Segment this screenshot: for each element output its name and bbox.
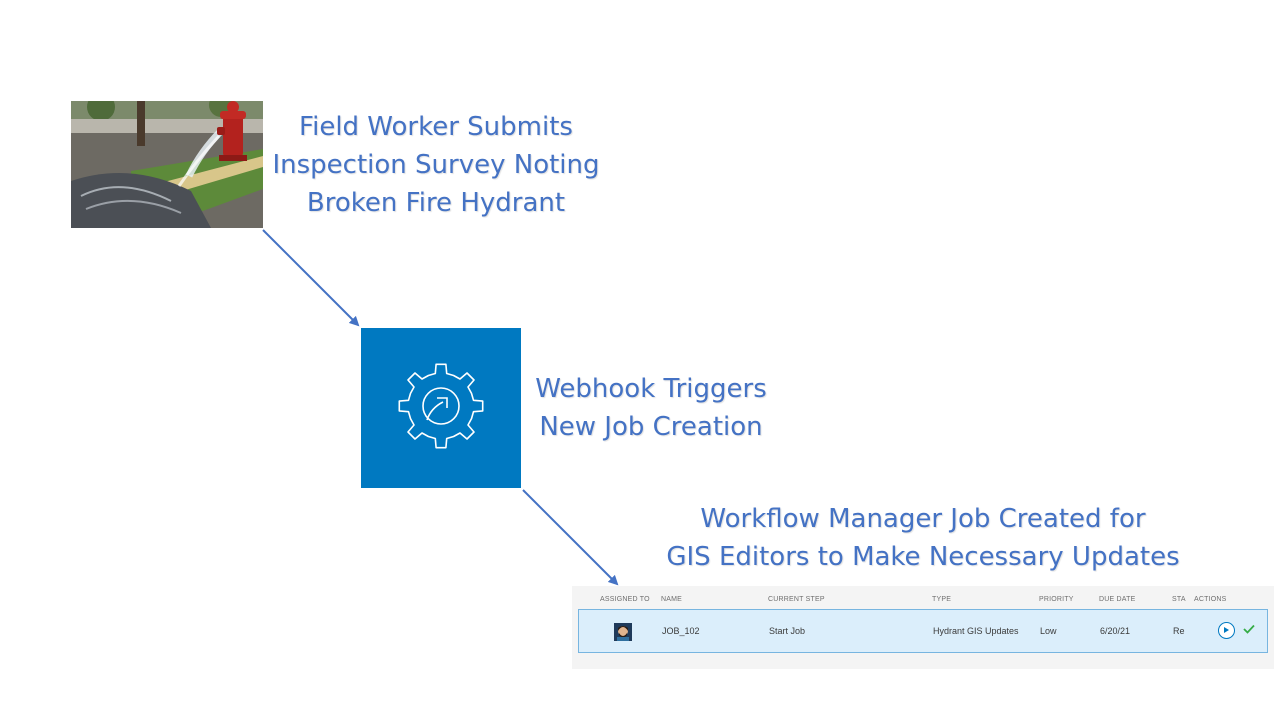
webhook-gear-tile [361, 328, 521, 488]
header-current-step[interactable]: CURRENT STEP [768, 596, 825, 603]
header-actions: ACTIONS [1194, 596, 1227, 603]
header-name[interactable]: NAME [661, 596, 683, 603]
step-webhook-text: Webhook Triggers New Job Creation [523, 370, 779, 446]
job-current-step: Start Job [769, 626, 806, 636]
gear-with-arrow-icon [398, 363, 484, 449]
job-due-date: 6/20/21 [1100, 626, 1131, 636]
header-status[interactable]: STA [1172, 596, 1186, 603]
step-text-line: Field Worker Submits [299, 112, 573, 142]
step-field-worker-text: Field Worker Submits Inspection Survey N… [263, 108, 609, 222]
step-job-created-text: Workflow Manager Job Created for GIS Edi… [650, 500, 1196, 576]
arrow-to-job [522, 489, 619, 586]
job-type: Hydrant GIS Updates [933, 626, 1019, 636]
step-text-line: Workflow Manager Job Created for [700, 504, 1146, 534]
check-icon[interactable] [1242, 622, 1256, 636]
step-text-line: Broken Fire Hydrant [306, 188, 566, 218]
header-assigned-to[interactable]: ASSIGNED TO [600, 596, 650, 603]
header-due-date[interactable]: DUE DATE [1099, 596, 1136, 603]
user-avatar-icon [614, 623, 632, 641]
job-name: JOB_102 [662, 626, 700, 636]
table-row[interactable]: JOB_102 Start Job Hydrant GIS Updates Lo… [578, 609, 1268, 653]
arrow-to-webhook [262, 229, 360, 327]
play-icon[interactable] [1218, 622, 1235, 639]
step-text-line: GIS Editors to Make Necessary Updates [666, 542, 1180, 572]
gear-outline [398, 363, 484, 449]
step-text-line: Inspection Survey Noting [272, 150, 600, 180]
header-type[interactable]: TYPE [932, 596, 952, 603]
step-text-line: New Job Creation [539, 412, 763, 442]
job-priority: Low [1040, 626, 1057, 636]
job-table: ASSIGNED TO NAME CURRENT STEP TYPE PRIOR… [572, 586, 1274, 669]
header-priority[interactable]: PRIORITY [1039, 596, 1074, 603]
job-status: Re [1173, 626, 1185, 636]
step-text-line: Webhook Triggers [535, 374, 767, 404]
fire-hydrant-photo [71, 101, 263, 228]
